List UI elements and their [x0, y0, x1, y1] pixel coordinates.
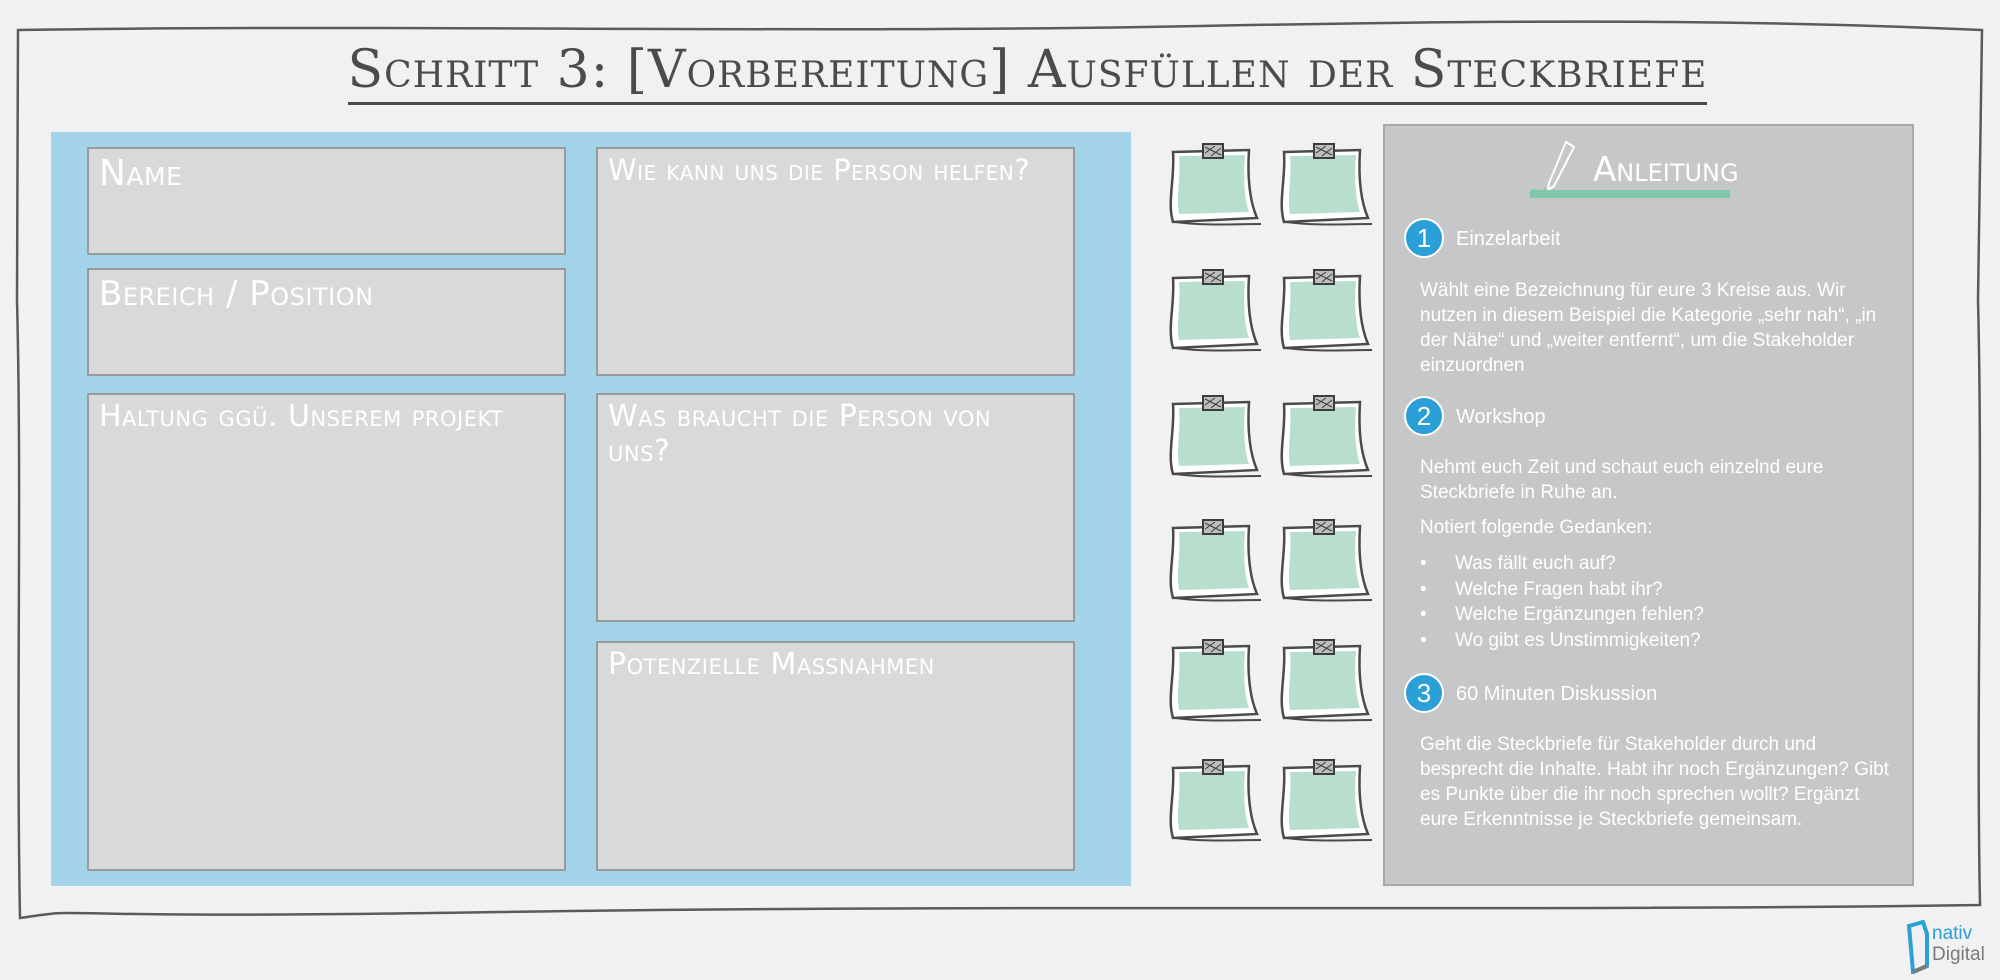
- braucht-label: Was braucht die Person von uns?: [608, 399, 992, 469]
- step-1-text: Wählt eine Bezeichnung für eure 3 Kreise…: [1420, 280, 1877, 376]
- pen-icon: [1529, 140, 1576, 195]
- step-2-text-notiert: Notiert folgende Gedanken:: [1420, 517, 1653, 538]
- haltung-label: Haltung ggü. Unserem projekt: [99, 399, 504, 434]
- list-item: •Wo gibt es Unstimmigkeiten?: [1420, 629, 1701, 651]
- haltung-field[interactable]: Haltung ggü. Unserem projekt: [87, 393, 566, 871]
- title-underline: [1530, 190, 1730, 198]
- step-3-label: 60 Minuten Diskussion: [1456, 683, 1658, 705]
- sticky-note-icon: [1280, 143, 1373, 226]
- page-title: Schritt 3: [Vorbereitung] Ausfüllen der …: [0, 40, 2000, 105]
- sticky-note-icon: [1280, 519, 1373, 602]
- instructions-title: Anleitung: [1593, 150, 1739, 190]
- list-item: •Was fällt euch auf?: [1420, 553, 1616, 574]
- nativ-digital-logo-icon: [1906, 920, 1929, 974]
- step-3-badge: 3: [1404, 673, 1444, 713]
- braucht-field[interactable]: Was braucht die Person von uns?: [596, 393, 1075, 622]
- massnahmen-label: Potenzielle Maßnahmen: [608, 647, 935, 682]
- helfen-label: Wie kann uns die Person helfen?: [608, 153, 1031, 187]
- step-1-badge: 1: [1404, 218, 1444, 258]
- sticky-note-icon: [1169, 639, 1262, 722]
- logo-text-digital: Digital: [1932, 944, 1985, 965]
- list-item: •Welche Ergänzungen fehlen?: [1420, 604, 1704, 625]
- step-1-label: Einzelarbeit: [1456, 228, 1561, 250]
- sticky-note-icon: [1280, 269, 1373, 352]
- profile-card-board: Name Bereich / Position Haltung ggü. Uns…: [51, 132, 1131, 886]
- bereich-position-field[interactable]: Bereich / Position: [87, 268, 566, 376]
- instructions-panel: Anleitung 1 Einzelarbeit Wählt eine Beze…: [1383, 124, 1914, 886]
- step-3-text: Geht die Steckbriefe für Stakeholder dur…: [1420, 734, 1889, 830]
- helfen-field[interactable]: Wie kann uns die Person helfen?: [596, 147, 1075, 376]
- bereich-label: Bereich / Position: [99, 274, 374, 314]
- step-2-text: Nehmt euch Zeit und schaut euch einzelnd…: [1420, 457, 1824, 503]
- step-2-bullet-list: •Was fällt euch auf? •Welche Fragen habt…: [1420, 551, 1900, 653]
- sticky-note-icon: [1280, 759, 1373, 842]
- sticky-note-icon: [1169, 519, 1262, 602]
- sticky-note-icon: [1169, 269, 1262, 352]
- sticky-note-icon: [1280, 395, 1373, 478]
- name-label: Name: [99, 153, 183, 194]
- sticky-note-icon: [1169, 395, 1262, 478]
- name-field[interactable]: Name: [87, 147, 566, 255]
- step-2-badge: 2: [1404, 396, 1444, 436]
- sticky-note-icon: [1169, 759, 1262, 842]
- sticky-note-icon: [1280, 639, 1373, 722]
- logo-text-nativ: nativ: [1932, 923, 1973, 944]
- massnahmen-field[interactable]: Potenzielle Maßnahmen: [596, 641, 1075, 871]
- step-2-label: Workshop: [1456, 406, 1546, 428]
- list-item: •Welche Fragen habt ihr?: [1420, 578, 1663, 600]
- sticky-note-icon: [1169, 143, 1262, 226]
